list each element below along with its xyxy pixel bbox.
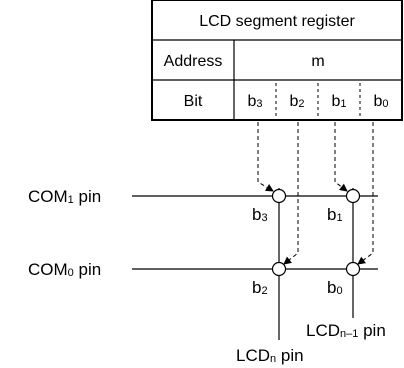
arrow-b3 <box>257 122 274 192</box>
address-label: Address <box>164 53 223 70</box>
bit-cell-b2: b2 <box>289 93 304 110</box>
dot-label-b3: b3 <box>252 205 268 224</box>
dot-b3 <box>271 188 287 204</box>
dot-b2 <box>271 261 287 277</box>
register-title: LCD segment register <box>199 13 355 30</box>
bit-cell-b3: b3 <box>247 93 262 110</box>
lcd-n-pin-label: LCDn pin <box>236 346 304 365</box>
dot-b1 <box>345 188 361 204</box>
bit-label: Bit <box>184 93 203 110</box>
bit-cell-b0: b0 <box>373 93 388 110</box>
arrow-b1 <box>334 122 348 192</box>
lcd-n-minus-1-pin-label: LCDn–1 pin <box>306 321 386 340</box>
bit-cell-b1: b1 <box>331 93 346 110</box>
dot-label-b0: b0 <box>327 278 343 297</box>
com1-pin-label: COM1 pin <box>28 187 101 206</box>
address-value: m <box>311 53 324 70</box>
com0-pin-label: COM0 pin <box>28 260 101 279</box>
arrow-b2 <box>283 122 299 265</box>
dot-label-b1: b1 <box>327 205 343 224</box>
dot-label-b2: b2 <box>252 278 268 297</box>
arrow-b0 <box>357 122 374 265</box>
register-table: LCD segment register Address m Bit b3 b2… <box>151 0 403 121</box>
dot-b0 <box>345 261 361 277</box>
